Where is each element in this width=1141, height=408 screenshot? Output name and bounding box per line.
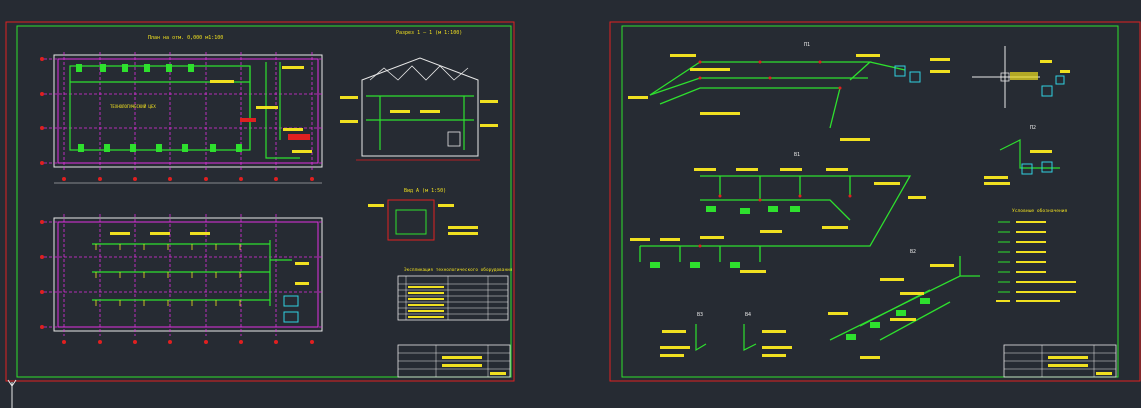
system-p2-label: П2 xyxy=(1030,125,1036,131)
view-a: Вид А (м 1:50) xyxy=(368,188,478,241)
title-block-1 xyxy=(397,344,511,378)
sheet-2: П1 В1 xyxy=(609,21,1141,382)
equipment-spec-table: Экспликация технологического оборудовани… xyxy=(397,266,513,321)
view-a-title: Вид А (м 1:50) xyxy=(404,188,446,194)
axonometric-p1: П1 xyxy=(628,42,950,141)
legend-title: Условные обозначения xyxy=(1012,207,1068,214)
axonometric-p2: П2 xyxy=(984,125,1060,185)
ucs-axis-icon xyxy=(7,379,17,408)
crosshair-cursor-icon xyxy=(972,46,1070,108)
sheet-2-inner-frame xyxy=(621,25,1119,378)
sheet-1-inner-frame xyxy=(16,25,512,378)
axonometric-small-systems: В3 В4 xyxy=(660,312,792,357)
section-1-1: Разрез 1 — 1 (м 1:100) xyxy=(340,30,498,161)
system-b2-label: В2 xyxy=(910,249,916,255)
sheet-2-outer-frame xyxy=(609,21,1141,382)
system-b3-label: В3 xyxy=(697,312,703,318)
floor-plan-bottom xyxy=(40,214,323,344)
system-b1-label: В1 xyxy=(794,152,800,158)
sheet-1: План на отм. 0,000 м1:100 xyxy=(5,21,515,382)
legend: Условные обозначения xyxy=(996,207,1076,302)
spec-title: Экспликация технологического оборудовани… xyxy=(404,266,513,273)
plan-room-label: ТЕХНОЛОГИЧЕСКИЙ ЦЕХ xyxy=(110,104,156,109)
floor-plan-top: План на отм. 0,000 м1:100 xyxy=(40,35,323,184)
system-b4-label: В4 xyxy=(745,312,751,318)
sheet-1-outer-frame xyxy=(5,21,515,382)
system-p1-label: П1 xyxy=(804,42,810,48)
axonometric-b1: В1 xyxy=(630,152,926,273)
plan-title: План на отм. 0,000 м1:100 xyxy=(148,35,223,41)
section-title: Разрез 1 — 1 (м 1:100) xyxy=(396,30,462,36)
title-block-2 xyxy=(1003,344,1117,378)
axonometric-b2: В2 xyxy=(828,249,980,359)
